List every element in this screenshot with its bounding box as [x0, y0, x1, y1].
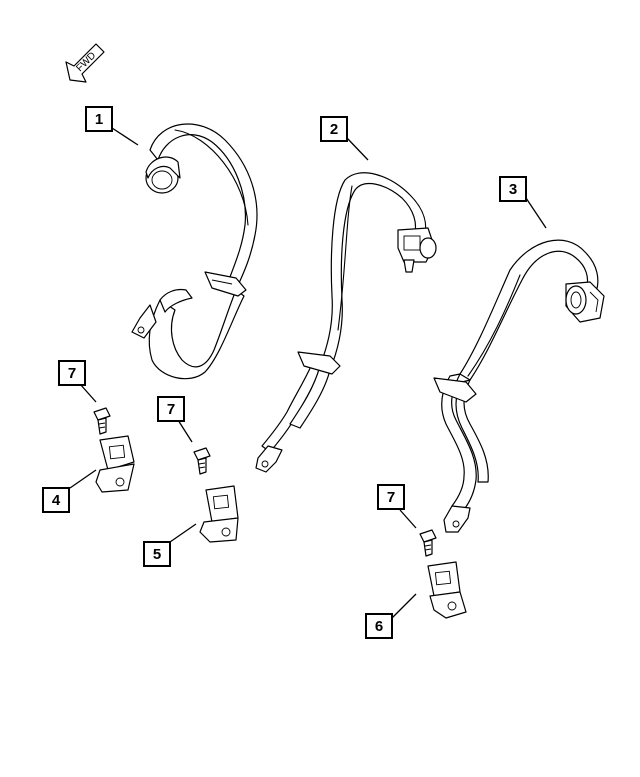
leader-1: [111, 127, 139, 146]
bolt-7c: [419, 529, 437, 557]
leader-4: [69, 469, 97, 489]
callout-4: 4: [42, 487, 70, 513]
leader-7c: [399, 509, 417, 529]
leader-2: [346, 137, 369, 161]
leader-3: [525, 197, 547, 229]
callout-7a: 7: [58, 360, 86, 386]
callout-1: 1: [85, 106, 113, 132]
callout-7b: 7: [157, 396, 185, 422]
callout-2: 2: [320, 116, 348, 142]
bolt-7b: [193, 447, 211, 475]
callout-5: 5: [143, 541, 171, 567]
callout-2-label: 2: [330, 121, 338, 138]
leader-7a: [79, 383, 97, 403]
seat-belt-assembly-3: [433, 239, 605, 533]
callout-7b-label: 7: [167, 401, 175, 418]
callout-3-label: 3: [509, 181, 517, 198]
leader-5: [169, 523, 197, 543]
seat-belt-assembly-1: [131, 123, 258, 380]
fwd-arrow-indicator: FWD: [65, 43, 105, 83]
callout-7a-label: 7: [68, 365, 76, 382]
callout-4-label: 4: [52, 492, 61, 509]
callout-7c-label: 7: [387, 489, 395, 506]
buckle-4: [95, 435, 135, 493]
buckle-6: [427, 561, 467, 619]
callout-5-label: 5: [153, 546, 161, 563]
callout-7c: 7: [377, 484, 405, 510]
callout-3: 3: [499, 176, 527, 202]
callout-6: 6: [365, 613, 393, 639]
buckle-5: [199, 485, 239, 543]
seat-belt-assembly-2: [255, 172, 437, 473]
bolt-7a: [93, 407, 111, 435]
leader-6: [391, 593, 417, 619]
callout-6-label: 6: [375, 618, 383, 635]
callout-1-label: 1: [95, 111, 103, 128]
leader-7b: [177, 419, 193, 443]
